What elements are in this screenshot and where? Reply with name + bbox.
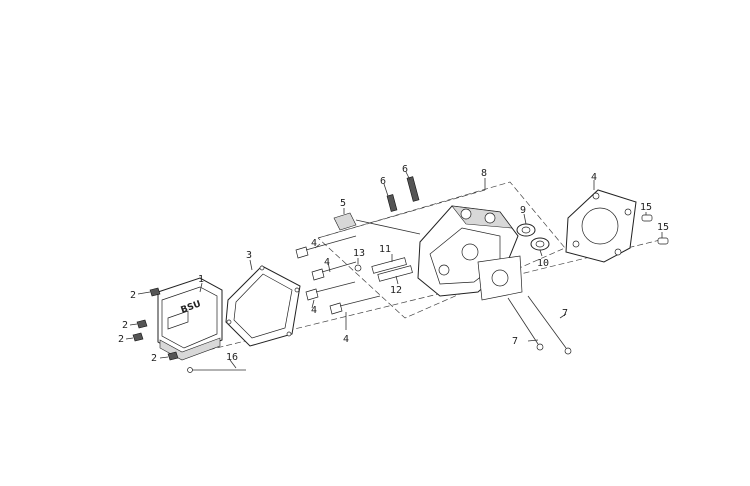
callout-2: 2: [130, 290, 136, 301]
assembly-dashed-outline: [317, 181, 566, 319]
callout-6: 6: [380, 176, 386, 187]
callout-5: 5: [340, 198, 346, 209]
cover-bolts: [132, 287, 179, 361]
callout-10: 10: [537, 258, 549, 269]
callout-7: 7: [512, 336, 518, 347]
callout-8: 8: [481, 168, 487, 179]
callout-7: 7: [562, 308, 568, 319]
long-head-bolts: [507, 295, 572, 355]
rocker-studs: [386, 176, 420, 212]
callout-15: 15: [657, 222, 669, 233]
callout-4: 4: [311, 238, 317, 249]
callout-13: 13: [353, 248, 365, 259]
callout-labels: 1 2 2 2 2 3 4 4 4 4 4 5 6 6 7 7 8 9 10 1…: [118, 164, 669, 364]
assembly-axis-line: [199, 239, 661, 353]
leader-lines: [125, 171, 663, 369]
callout-4: 4: [311, 305, 317, 316]
valve-guides: [354, 257, 413, 282]
valve-seals: [516, 223, 550, 251]
head-gasket: [565, 189, 637, 263]
cylinder-head-cover: BSU: [157, 277, 223, 361]
head-bolts: [295, 235, 381, 315]
callout-9: 9: [520, 205, 526, 216]
breather-pin: [187, 367, 246, 373]
callout-4: 4: [343, 334, 349, 345]
callout-15: 15: [640, 202, 652, 213]
callout-2: 2: [118, 334, 124, 345]
callout-4: 4: [324, 257, 330, 268]
callout-11: 11: [379, 244, 391, 255]
dowel-pins: [641, 214, 669, 245]
spark-plug: [333, 212, 421, 235]
callout-2: 2: [122, 320, 128, 331]
callout-16: 16: [226, 352, 238, 363]
cylinder-head: [417, 205, 523, 301]
cover-gasket: [225, 265, 301, 347]
callout-12: 12: [390, 285, 402, 296]
callout-4: 4: [591, 172, 597, 183]
callout-6: 6: [402, 164, 408, 175]
callout-1: 1: [198, 274, 204, 285]
callout-3: 3: [246, 250, 252, 261]
callout-2: 2: [151, 353, 157, 364]
